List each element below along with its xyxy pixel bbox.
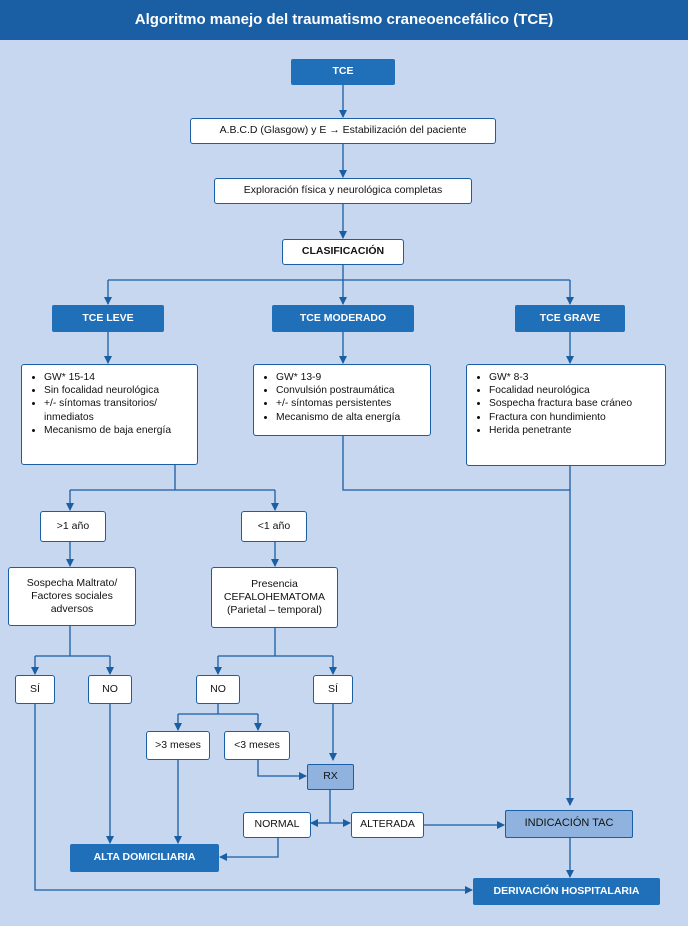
node-presencia-cefalohematoma: Presencia CEFALOHEMATOMA (Parietal – tem… (211, 567, 338, 628)
list-leve-item: GW* 15-14 (44, 371, 191, 384)
node-si-mid: SÍ (313, 675, 353, 704)
node-derivacion-hospitalaria: DERIVACIÓN HOSPITALARIA (473, 878, 660, 905)
list-grave-item: Herida penetrante (489, 424, 632, 437)
node-normal: NORMAL (243, 812, 311, 838)
node-mas-3-meses: >3 meses (146, 731, 210, 760)
list-moderado-item: +/- síntomas persistentes (276, 397, 400, 410)
node-tce-grave: TCE GRAVE (515, 305, 625, 332)
list-moderado-item: GW* 13-9 (276, 371, 400, 384)
edge-normal-alta (219, 838, 279, 861)
node-exploracion: Exploración física y neurológica complet… (214, 178, 472, 204)
edge-sileft-derivacion (34, 704, 473, 894)
node-si-left: SÍ (15, 675, 55, 704)
list-leve-item: +/- síntomas transitorios/ inmediatos (44, 397, 191, 423)
list-grave-item: GW* 8-3 (489, 371, 632, 384)
list-moderado: GW* 13-9Convulsión postraumática+/- sínt… (253, 364, 431, 436)
list-grave-item: Focalidad neurológica (489, 384, 632, 397)
node-alterada: ALTERADA (351, 812, 424, 838)
node-no-mid: NO (196, 675, 240, 704)
list-grave: GW* 8-3Focalidad neurológicaSospecha fra… (466, 364, 666, 466)
list-moderado-items: GW* 13-9Convulsión postraumática+/- sínt… (264, 371, 400, 424)
edge-menos3-rx (257, 760, 307, 780)
node-tce-leve: TCE LEVE (52, 305, 164, 332)
list-grave-items: GW* 8-3Focalidad neurológicaSospecha fra… (477, 371, 632, 437)
list-grave-item: Fractura con hundimiento (489, 411, 632, 424)
list-leve-item: Mecanismo de baja energía (44, 424, 191, 437)
list-leve-item: Sin focalidad neurológica (44, 384, 191, 397)
node-no-left: NO (88, 675, 132, 704)
node-alta-domiciliaria: ALTA DOMICILIARIA (70, 844, 219, 872)
node-tce: TCE (291, 59, 395, 85)
node-rx: RX (307, 764, 354, 790)
list-leve: GW* 15-14Sin focalidad neurológica+/- sí… (21, 364, 198, 465)
node-clasificacion: CLASIFICACIÓN (282, 239, 404, 265)
list-moderado-item: Convulsión postraumática (276, 384, 400, 397)
node-abcd: A.B.C.D (Glasgow) y E → Estabilización d… (190, 118, 496, 144)
list-moderado-item: Mecanismo de alta energía (276, 411, 400, 424)
list-grave-item: Sospecha fractura base cráneo (489, 397, 632, 410)
edge-moderado-to-grave-line (342, 436, 570, 491)
node-sospecha-maltrato: Sospecha Maltrato/ Factores sociales adv… (8, 567, 136, 626)
list-leve-items: GW* 15-14Sin focalidad neurológica+/- sí… (32, 371, 191, 437)
diagram-title: Algoritmo manejo del traumatismo craneoe… (0, 0, 688, 40)
node-tce-moderado: TCE MODERADO (272, 305, 414, 332)
node-indicacion-tac: INDICACIÓN TAC (505, 810, 633, 838)
node-menor-1-ano: <1 año (241, 511, 307, 542)
node-menos-3-meses: <3 meses (224, 731, 290, 760)
node-mayor-1-ano: >1 año (40, 511, 106, 542)
